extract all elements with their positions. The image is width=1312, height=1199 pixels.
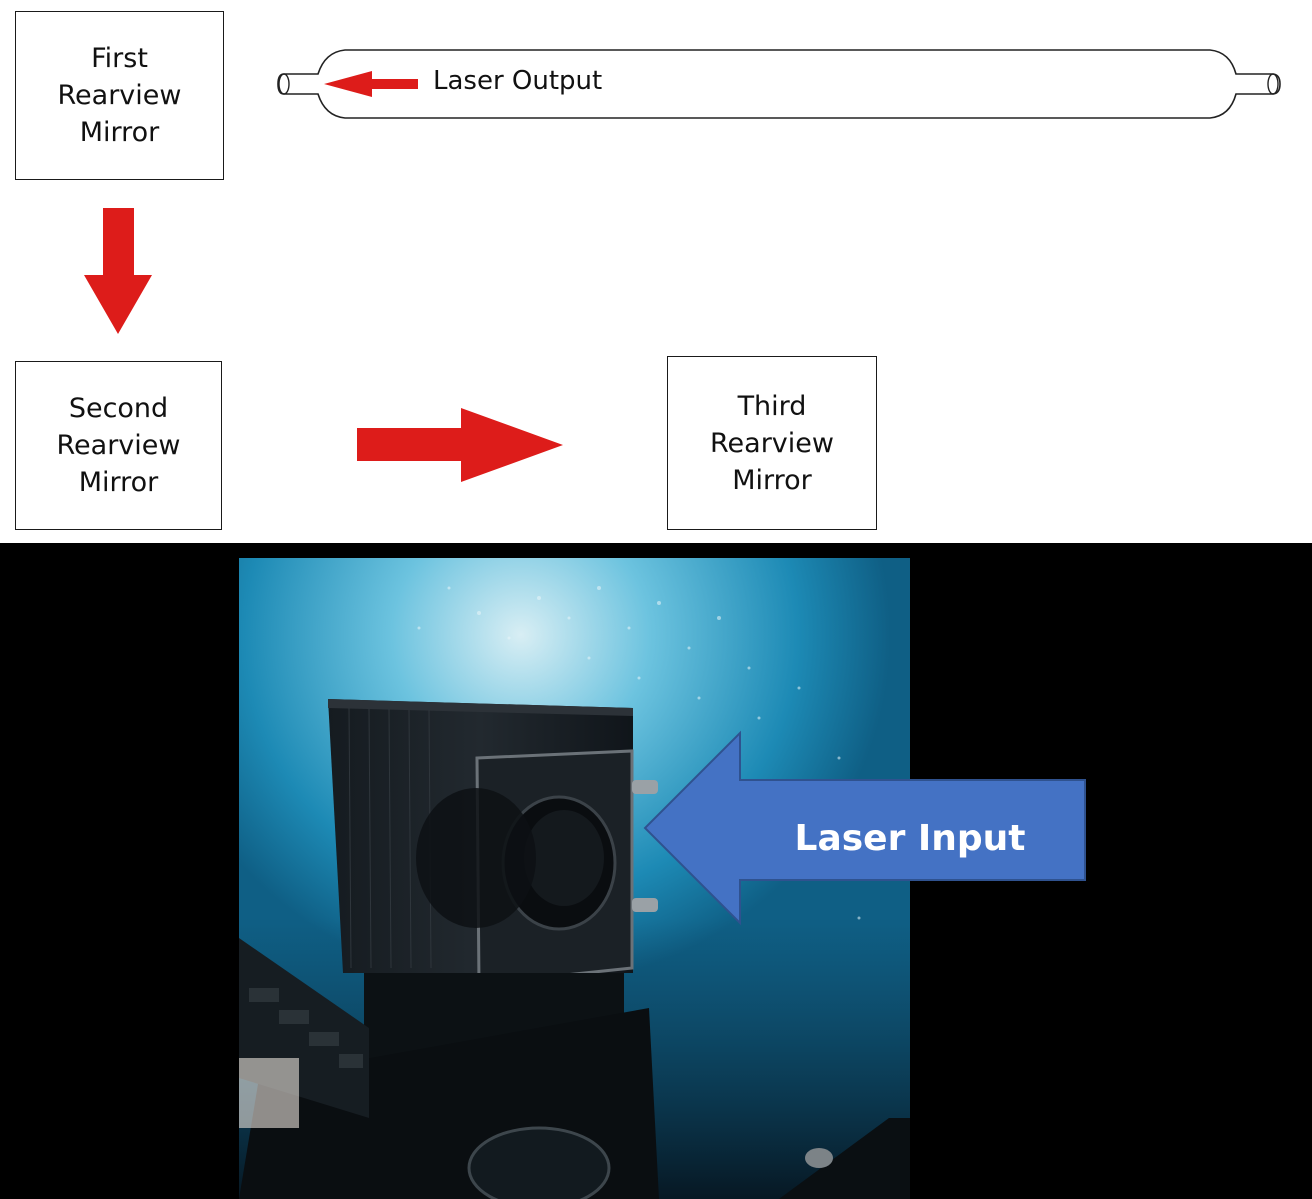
laser-tube-outline [277, 49, 1281, 119]
second-mirror-label-line2: Rearview [56, 430, 181, 461]
second-mirror-label-line1: Second [68, 393, 169, 424]
down-arrow [84, 208, 152, 334]
first-mirror-label-line1: First [91, 43, 148, 74]
third-rearview-mirror-box: Third Rearview Mirror [667, 356, 877, 530]
laser-input-arrow [643, 730, 1086, 926]
third-mirror-label-line1: Third [737, 390, 807, 422]
first-mirror-label-line2: Rearview [57, 80, 182, 111]
third-mirror-label-line3: Mirror [732, 464, 812, 496]
laser-output-label: Laser Output [433, 66, 603, 96]
first-rearview-mirror-box: First Rearview Mirror [15, 11, 224, 180]
mirror-mount-photo-drawing [239, 558, 910, 1199]
right-arrow [357, 408, 563, 482]
second-mirror-label-line3: Mirror [78, 467, 159, 498]
laser-input-label: Laser Input [794, 818, 1026, 859]
third-mirror-label-line2: Rearview [710, 427, 834, 459]
mirror-mount-photo [239, 558, 910, 1199]
second-rearview-mirror-box: Second Rearview Mirror [15, 361, 222, 530]
first-mirror-label-line3: Mirror [79, 117, 160, 148]
laser-output-arrow [324, 71, 418, 97]
